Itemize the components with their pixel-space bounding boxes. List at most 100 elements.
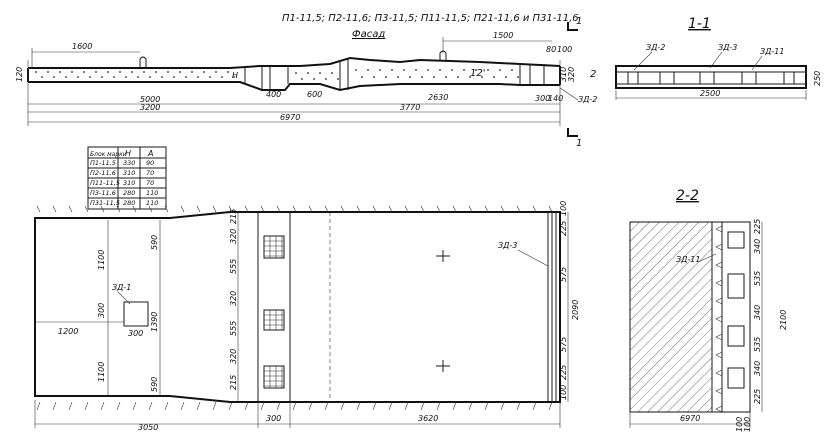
section-mark-1-bottom: 1: [576, 138, 582, 149]
view-2-2-title: 2-2: [676, 188, 699, 204]
view22-dim: 340: [753, 239, 762, 254]
view22-dim: 535: [753, 271, 762, 286]
view22-dim: 225: [753, 389, 762, 404]
plan-dim-1200: 1200: [58, 327, 78, 336]
view22-blocks: [715, 225, 745, 413]
table-cell: 310: [123, 169, 135, 177]
plan-col-dim: 555: [229, 321, 238, 336]
plan-end-dim: 225: [559, 365, 568, 380]
view22-dim: 535: [753, 337, 762, 352]
table-cell: 90: [146, 159, 154, 167]
plan-col-dim: 215: [229, 209, 238, 224]
dim-600: 600: [307, 90, 322, 99]
plan-view: ЗД-1 300 1200 1100 300 1100 590 1390 590…: [34, 201, 580, 432]
dim-1500: 1500: [493, 31, 513, 40]
table-cell: 330: [123, 159, 135, 167]
view22-dim: 340: [753, 305, 762, 320]
table-cell: 70: [146, 179, 154, 187]
facade-title: Фасад: [352, 29, 385, 40]
view11-width: 2500: [700, 89, 720, 98]
section-view-1-1: 1-1 2500 250 ЗД-2 ЗД-3 ЗД-11: [615, 16, 822, 100]
plan-edge-ticks: [36, 205, 553, 411]
view22-small-1: 100: [735, 417, 744, 432]
panel-texture-dots: [35, 69, 519, 80]
table-cell: П1-11,5: [90, 159, 116, 167]
table-cell: П3-11,6: [90, 189, 116, 197]
dim-3200: 3200: [140, 103, 160, 112]
section-view-2-2: 2-2 ЗД-11 225 340 535 340 535 340 225 2100 697…: [629, 188, 788, 432]
dim-300: 300: [535, 94, 550, 103]
plan-col-dim: 555: [229, 259, 238, 274]
plan-end-total: 2090: [571, 300, 580, 320]
table-cell: 280: [123, 199, 135, 207]
view22-small-2: 100: [743, 417, 752, 432]
plan-bottom-300: 300: [266, 414, 281, 423]
height-mark-h: H: [232, 71, 238, 80]
plan-end-dim: 100: [559, 385, 568, 400]
view-1-1-title: 1-1: [688, 16, 711, 32]
dim-6970: 6970: [280, 113, 300, 122]
section-mark-2: 2: [590, 69, 596, 80]
plan-dim-1390: 1390: [150, 312, 159, 332]
plan-left-dim-300: 300: [97, 303, 106, 318]
view22-dims: 225 340 535 340 535 340 225: [753, 219, 762, 404]
plan-column-dims: 215 320 555 320 555 320 215: [229, 209, 238, 390]
plan-end-dim: 100: [559, 201, 568, 216]
dim-320: 320: [567, 67, 576, 82]
dim-140: 140: [548, 94, 563, 103]
plan-bottom-3620: 3620: [418, 414, 438, 423]
slope-label: 12': [470, 68, 485, 79]
plan-left-dim-1100-bottom: 1100: [97, 362, 106, 382]
dim-5000: 5000: [140, 95, 160, 104]
plan-zd1-label: ЗД-1: [112, 283, 131, 292]
table-cell: П2-11,6: [90, 169, 116, 177]
panels-list-caption: П1-11,5; П2-11,6; П3-11,5; П11-11,5; П21…: [282, 13, 579, 24]
view22-zd11-label: ЗД-11: [676, 255, 700, 264]
dim-3770: 3770: [400, 103, 420, 112]
view11-height: 250: [813, 71, 822, 86]
plan-col-dim: 215: [229, 375, 238, 390]
table-header-h: H: [125, 149, 131, 158]
plan-col-dim: 320: [229, 349, 238, 364]
plan-zd3-label: ЗД-3: [498, 241, 517, 250]
table-header-block: Блок марки: [90, 151, 127, 158]
view11-zd11: ЗД-11: [760, 47, 784, 56]
dim-120-left: 120: [15, 67, 24, 82]
view22-total: 2100: [779, 310, 788, 330]
view11-zd2: ЗД-2: [646, 43, 665, 52]
table-cell: 70: [146, 169, 154, 177]
plan-end-dim: 225: [559, 221, 568, 236]
view11-zd3: ЗД-3: [718, 43, 737, 52]
section-mark-1-top: 1: [576, 16, 582, 27]
plan-col-dim: 320: [229, 229, 238, 244]
facade-view: H 12' 1600 1500 80 100 400 600 5000 2630…: [15, 16, 597, 149]
table-cell: 280: [123, 189, 135, 197]
dim-1600: 1600: [72, 42, 92, 51]
dim-400: 400: [266, 90, 281, 99]
plan-dim-590-bottom: 590: [150, 377, 159, 392]
table-cell: 110: [146, 199, 158, 207]
plan-left-dim-1100-top: 1100: [97, 250, 106, 270]
plan-col-dim: 320: [229, 291, 238, 306]
view22-bottom-dim: 6970: [680, 414, 700, 423]
table-cell: 310: [123, 179, 135, 187]
plan-bottom-3050: 3050: [138, 423, 158, 432]
plan-dim-590-top: 590: [150, 235, 159, 250]
view22-dim: 340: [753, 361, 762, 376]
plan-end-dim: 575: [559, 267, 568, 282]
dim-2630: 2630: [428, 93, 448, 102]
facade-zd2-label: ЗД-2: [578, 95, 597, 104]
table-cell: П11-11,5: [90, 179, 120, 187]
plan-end-dims: 100 225 575 575 225 100: [559, 201, 568, 400]
view22-dim: 225: [753, 219, 762, 234]
dim-310: 310: [559, 67, 568, 82]
plan-end-dim: 575: [559, 337, 568, 352]
dim-80-top: 80: [546, 45, 556, 54]
table-cell: 110: [146, 189, 158, 197]
plan-dim-300-inner: 300: [128, 329, 143, 338]
table-header-a: A: [147, 149, 153, 158]
table-cell: П31-11,5: [90, 199, 120, 207]
